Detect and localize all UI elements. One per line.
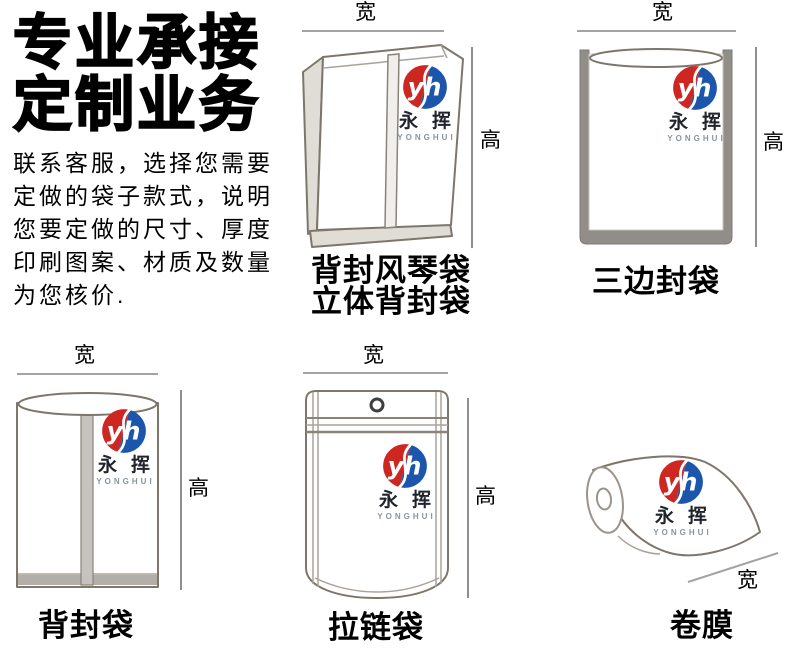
- logo-monogram: yh: [107, 416, 141, 445]
- intro-title-line1: 专业承接: [12, 10, 262, 76]
- figure-caption: 拉链袋: [328, 610, 424, 645]
- logo-name-en: YONGHUI: [377, 512, 436, 521]
- height-line: [471, 47, 473, 248]
- height-label: 高: [188, 477, 209, 500]
- yonghui-logo: yh 永挥 YONGHUI: [637, 459, 725, 538]
- figure-caption: 背封风琴袋 立体背封袋: [311, 253, 471, 319]
- width-label: 宽: [363, 344, 384, 367]
- width-label: 宽: [737, 569, 758, 592]
- intro-body: 联系客服，选择您需要 定做的袋子款式，说明 您要定做的尺寸、厚度 印刷图案、材质…: [13, 147, 273, 312]
- logo-name-cn: 永挥: [668, 112, 735, 133]
- figure-zipper-bag: 宽 高 yh 永挥 YONGHUI 拉链袋: [295, 344, 510, 649]
- intro-title: 专业承接 定制业务: [12, 10, 262, 138]
- width-line: [302, 30, 444, 32]
- logo-name-cn: 永挥: [97, 455, 164, 476]
- intro-title-line2: 定制业务: [12, 72, 262, 138]
- yonghui-logo: yh 永挥 YONGHUI: [80, 408, 168, 487]
- zipper-bag-drawing: [305, 390, 449, 599]
- height-label: 高: [475, 485, 496, 508]
- logo-monogram: yh: [388, 451, 422, 480]
- intro-body-line: 您要定做的尺寸、厚度: [13, 216, 273, 242]
- logo-name-en: YONGHUI: [667, 134, 726, 143]
- width-label: 宽: [355, 1, 376, 24]
- yonghui-logo: yh 永挥 YONGHUI: [381, 64, 469, 143]
- width-line: [303, 372, 448, 374]
- height-label: 高: [480, 129, 501, 152]
- logo-name-cn: 永挥: [378, 490, 445, 511]
- yh-logo-icon: yh: [403, 64, 447, 110]
- figure-roll-film: 宽 yh 永挥 YONGHUI 卷膜: [580, 430, 800, 649]
- logo-name-en: YONGHUI: [96, 477, 155, 486]
- logo-name-en: YONGHUI: [653, 528, 712, 537]
- width-line: [577, 30, 736, 32]
- figure-caption: 三边封袋: [592, 264, 720, 299]
- roll-film-drawing: [586, 455, 779, 583]
- yh-logo-icon: yh: [673, 65, 717, 111]
- yonghui-logo: yh 永挥 YONGHUI: [361, 443, 449, 522]
- width-line: [17, 373, 158, 375]
- intro-body-line: 为您核价.: [13, 282, 127, 308]
- logo-name-en: YONGHUI: [397, 133, 456, 142]
- intro-body-line: 定做的袋子款式，说明: [13, 183, 273, 209]
- width-label: 宽: [74, 344, 95, 367]
- figure-caption: 背封袋: [38, 608, 134, 643]
- intro-body-line: 联系客服，选择您需要: [13, 150, 273, 176]
- logo-name-cn: 永挥: [654, 506, 721, 527]
- width-line: [687, 552, 779, 583]
- yh-logo-icon: yh: [383, 443, 427, 489]
- height-label: 高: [763, 131, 784, 154]
- logo-monogram: yh: [408, 72, 442, 101]
- height-line: [755, 47, 757, 247]
- figure-three-side-seal-bag: 宽 高 yh 永挥 YONGHUI 三边封袋: [575, 0, 790, 310]
- figure-caption: 卷膜: [670, 608, 734, 643]
- hang-hole: [369, 397, 385, 413]
- height-line: [467, 398, 469, 598]
- width-label: 宽: [652, 1, 673, 24]
- figure-back-seal-bag: 宽 高 yh 永挥 YONGHUI 背封袋: [10, 344, 222, 649]
- intro-body-line: 印刷图案、材质及数量: [13, 249, 273, 275]
- height-line: [180, 390, 182, 590]
- logo-monogram: yh: [678, 73, 712, 102]
- figure-accordion-bag: 宽 高 yh 永挥 YONGHUI 背封风琴袋 立体背封袋: [295, 0, 507, 332]
- yh-logo-icon: yh: [659, 459, 703, 505]
- yh-logo-icon: yh: [102, 408, 146, 454]
- logo-monogram: yh: [664, 467, 698, 496]
- logo-name-cn: 永挥: [398, 111, 465, 132]
- yonghui-logo: yh 永挥 YONGHUI: [651, 65, 739, 144]
